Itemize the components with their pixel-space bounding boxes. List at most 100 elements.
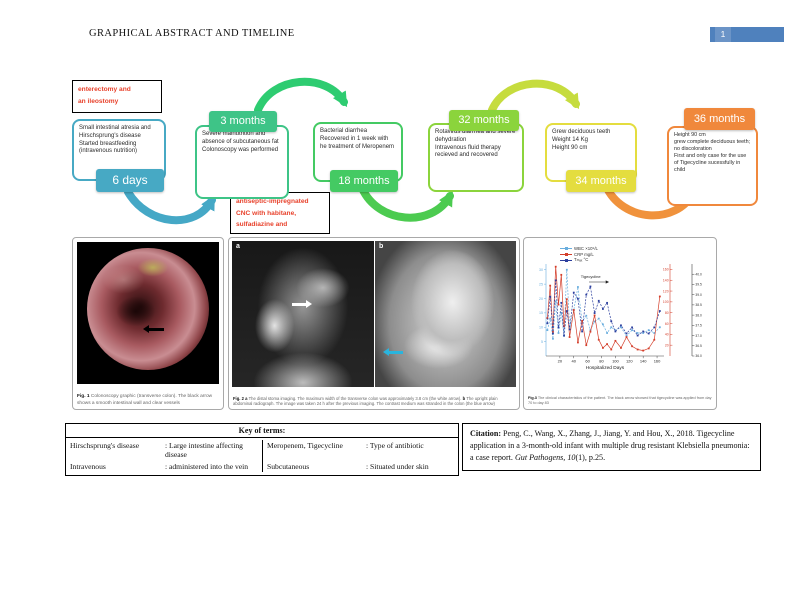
term-cell: Intravenous — [70, 461, 106, 471]
event-box-32-months: Rotavirus diarrhea and severe dehydratio… — [428, 123, 524, 192]
svg-text:39.0: 39.0 — [695, 293, 702, 297]
svg-text:60: 60 — [585, 359, 590, 364]
svg-text:80: 80 — [599, 359, 604, 364]
wbc-marker-icon — [560, 246, 572, 250]
key-table-body: Hirschsprung's disease : Large intestine… — [66, 438, 458, 475]
note-antiseptic: antiseptic-impregnated CNC with habitane… — [230, 192, 330, 234]
panel-b-label: b — [379, 243, 384, 250]
panel-a-label: a — [236, 243, 240, 250]
figure3-panel: 5 10 15 20 25 30 20 40 60 80 100 120 140 160 20 40 60 80 1… — [523, 237, 717, 410]
chart-legend: WBC ×10⁹/L CRP mg/L Tₘₐₓ °C — [560, 245, 598, 263]
legend-label-wbc: WBC ×10⁹/L — [574, 245, 598, 251]
svg-text:30: 30 — [539, 268, 543, 272]
svg-text:120: 120 — [663, 289, 669, 293]
svg-text:140: 140 — [663, 279, 669, 283]
page-number: 1 — [715, 27, 731, 42]
blue-arrow-annotation — [383, 348, 403, 357]
citation-suffix: (1), p.25. — [575, 453, 606, 463]
badge-3-months: 3 months — [209, 111, 277, 132]
svg-text:100: 100 — [612, 359, 619, 364]
svg-text:40.0: 40.0 — [695, 272, 702, 276]
svg-text:60: 60 — [665, 322, 669, 326]
definition-cell: : administered into the vein — [165, 461, 249, 471]
svg-text:120: 120 — [626, 359, 633, 364]
term-cell: Meropenem, Tigecycline — [262, 440, 362, 461]
svg-text:5: 5 — [541, 340, 543, 344]
white-arrow-annotation — [292, 300, 312, 308]
svg-text:15: 15 — [539, 311, 543, 315]
svg-text:Hospitalized Days: Hospitalized Days — [586, 365, 625, 371]
definition-cell: : Situated under skin — [366, 461, 429, 471]
svg-text:20: 20 — [558, 359, 563, 364]
event-box-36-months: Height 90 cm grew complete deciduous tee… — [667, 126, 758, 206]
clinical-chart: 5 10 15 20 25 30 20 40 60 80 100 120 140 160 20 40 60 80 1… — [539, 264, 702, 371]
svg-text:80: 80 — [665, 311, 669, 315]
figure2-panel: a b Fig. 2 a The distal stoma imaging. T… — [228, 237, 520, 410]
legend-item-wbc: WBC ×10⁹/L — [560, 245, 598, 251]
badge-32-months: 32 months — [449, 110, 519, 131]
svg-text:40: 40 — [665, 333, 669, 337]
figure2-a-text: The distal stoma imaging. The maximum wi… — [248, 395, 463, 401]
colonoscopy-lumen — [87, 248, 209, 370]
legend-item-crp: CRP mg/L — [560, 251, 598, 257]
badge-34-months: 34 months — [566, 170, 636, 192]
citation-box: Citation: Peng, C., Wang, X., Zhang, J.,… — [462, 423, 761, 472]
legend-label-tmax: Tₘₐₓ °C — [574, 257, 589, 262]
svg-text:140: 140 — [640, 359, 647, 364]
xray-image-a: a — [232, 241, 374, 387]
figure3-caption-text: The clinical characteristics of the pati… — [528, 395, 712, 405]
svg-text:40: 40 — [572, 359, 577, 364]
term-cell: Hirschsprung's disease — [70, 441, 140, 450]
svg-text:38.5: 38.5 — [695, 303, 702, 307]
svg-text:25: 25 — [539, 282, 543, 286]
figure2-b-text: The upright plain abdominal radiograph. … — [233, 395, 498, 407]
figure2-label: Fig. 2 — [233, 395, 244, 401]
tmax-marker-icon — [560, 258, 572, 262]
svg-text:37.5: 37.5 — [695, 324, 702, 328]
svg-text:39.5: 39.5 — [695, 283, 702, 287]
figure3-caption: Fig.3 The clinical characteristics of th… — [528, 396, 712, 406]
svg-text:100: 100 — [663, 300, 669, 304]
badge-36-months: 36 months — [684, 108, 755, 130]
legend-item-tmax: Tₘₐₓ °C — [560, 257, 598, 263]
figure1-label: Fig. 1 — [77, 394, 90, 400]
legend-label-crp: CRP mg/L — [574, 251, 594, 257]
svg-text:10: 10 — [539, 326, 543, 330]
event-box-3-months: Severe malnutrition and absence of subcu… — [195, 125, 289, 199]
badge-6-days: 6 days — [96, 169, 164, 192]
curve-arrow-2 — [254, 77, 348, 114]
colonoscopy-image — [77, 242, 219, 384]
svg-text:Tigecycline: Tigecycline — [581, 274, 602, 279]
crp-marker-icon — [560, 252, 572, 256]
key-table-header: Key of terms: — [66, 424, 458, 438]
black-arrow-annotation — [143, 325, 164, 333]
xray-image-b: b — [375, 241, 516, 387]
svg-text:160: 160 — [654, 359, 661, 364]
citation-text: Peng, C., Wang, X., Zhang, J., Jiang, Y.… — [470, 429, 750, 463]
citation-label: Citation: — [470, 429, 502, 438]
citation-journal: Gut Pathogens, 10 — [514, 453, 576, 463]
svg-text:37.0: 37.0 — [695, 334, 702, 338]
figure3-label: Fig.3 — [528, 395, 537, 400]
svg-text:38.0: 38.0 — [695, 313, 702, 317]
page-number-bar: 1 — [710, 27, 784, 42]
page-title: GRAPHICAL ABSTRACT AND TIMELINE — [89, 28, 295, 39]
figure2-b-label: b — [462, 395, 467, 401]
figure1-caption: Fig. 1 Colonoscopy graphic (transverse c… — [77, 394, 219, 407]
term-cell: Subcutaneous — [262, 460, 362, 473]
badge-18-months: 18 months — [330, 170, 398, 192]
definition-cell: : Type of antibiotic — [366, 441, 424, 450]
key-of-terms-table: Key of terms: Hirschsprung's disease : L… — [65, 423, 459, 477]
definition-cell: : Large intestine affecting disease — [165, 441, 243, 460]
svg-text:20: 20 — [665, 343, 669, 347]
svg-text:36.5: 36.5 — [695, 344, 702, 348]
svg-text:36.0: 36.0 — [695, 354, 702, 358]
note-enterectomy: enterectomy and an ileostomy — [72, 80, 162, 113]
figure1-caption-text: Colonoscopy graphic (transverse colon). … — [77, 394, 213, 406]
figure2-a-label: a — [243, 395, 249, 401]
svg-text:160: 160 — [663, 268, 669, 272]
svg-text:20: 20 — [539, 297, 543, 301]
figure1-panel: Fig. 1 Colonoscopy graphic (transverse c… — [72, 237, 224, 410]
curve-arrow-4 — [488, 79, 580, 114]
